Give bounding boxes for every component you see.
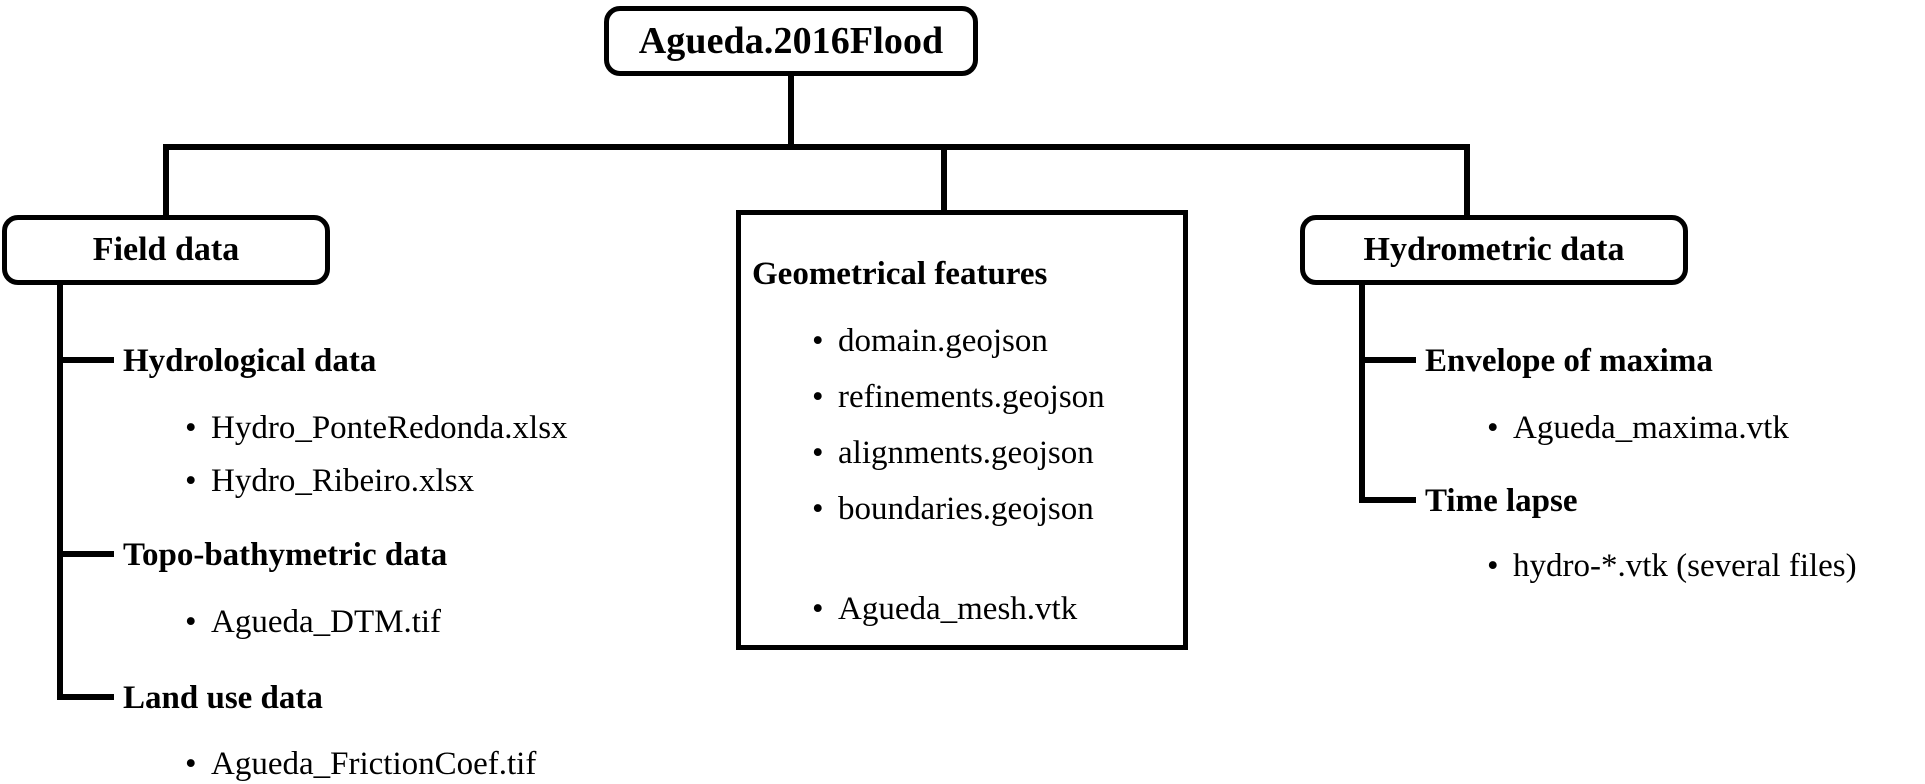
group-title-topo-bathymetric-data: Topo-bathymetric data <box>123 537 448 573</box>
connector-spine-field-data <box>57 285 63 580</box>
connector-drop-geometrical-features <box>941 144 947 212</box>
root-node-agueda-2016flood[interactable]: Agueda.2016Flood <box>604 6 978 76</box>
file-item-agueda-dtm: • Agueda_DTM.tif <box>185 606 441 639</box>
file-item-hydro-ponteredonda: • Hydro_PonteRedonda.xlsx <box>185 412 568 445</box>
file-item-label: Agueda_maxima.vtk <box>1513 410 1789 446</box>
branch-panel-geometrical-features[interactable] <box>736 210 1188 650</box>
bullet-icon: • <box>185 410 197 446</box>
file-item-label: Hydro_PonteRedonda.xlsx <box>211 410 568 446</box>
connector-tick-land-use-data <box>57 694 114 700</box>
bullet-icon: • <box>812 435 824 471</box>
bullet-icon: • <box>185 746 197 782</box>
file-item-label: domain.geojson <box>838 323 1048 359</box>
file-item-alignments-geojson: • alignments.geojson <box>812 437 1094 470</box>
file-item-label: alignments.geojson <box>838 435 1094 471</box>
file-item-agueda-maxima-vtk: • Agueda_maxima.vtk <box>1487 412 1789 445</box>
file-item-hydro-timelapse-vtk: • hydro-*.vtk (several files) <box>1487 550 1857 583</box>
file-item-label: hydro-*.vtk (several files) <box>1513 548 1857 584</box>
file-item-label: boundaries.geojson <box>838 491 1094 527</box>
file-item-refinements-geojson: • refinements.geojson <box>812 381 1105 414</box>
branch-node-hydrometric-data[interactable]: Hydrometric data <box>1300 215 1688 285</box>
file-item-agueda-mesh-vtk: • Agueda_mesh.vtk <box>812 593 1077 626</box>
bullet-icon: • <box>185 463 197 499</box>
group-title-land-use-data: Land use data <box>123 680 323 716</box>
connector-tick-time-lapse <box>1359 497 1416 503</box>
connector-drop-hydrometric-data <box>1464 144 1470 217</box>
group-title-envelope-of-maxima: Envelope of maxima <box>1425 343 1713 379</box>
file-item-label: Hydro_Ribeiro.xlsx <box>211 463 475 499</box>
file-item-label: refinements.geojson <box>838 379 1105 415</box>
file-item-boundaries-geojson: • boundaries.geojson <box>812 493 1094 526</box>
group-title-hydrological-data: Hydrological data <box>123 343 377 379</box>
connector-spine-field-data-tail <box>57 580 63 700</box>
branch-node-field-data[interactable]: Field data <box>2 215 330 285</box>
branch-node-label-field-data: Field data <box>92 231 240 268</box>
file-item-agueda-frictioncoef: • Agueda_FrictionCoef.tif <box>185 748 536 781</box>
bullet-icon: • <box>185 604 197 640</box>
bullet-icon: • <box>1487 410 1499 446</box>
bullet-icon: • <box>1487 548 1499 584</box>
branch-node-label-hydrometric-data: Hydrometric data <box>1363 231 1625 268</box>
connector-spine-hydrometric-data <box>1359 285 1365 503</box>
file-item-label: Agueda_mesh.vtk <box>838 591 1078 627</box>
bullet-icon: • <box>812 323 824 359</box>
connector-drop-field-data <box>163 144 169 217</box>
connector-tick-topo-bathymetric-data <box>57 551 114 557</box>
connector-root-bus <box>163 144 1470 150</box>
file-item-label: Agueda_DTM.tif <box>211 604 442 640</box>
root-node-label: Agueda.2016Flood <box>638 20 944 62</box>
file-item-domain-geojson: • domain.geojson <box>812 325 1048 358</box>
group-title-time-lapse: Time lapse <box>1425 483 1578 519</box>
connector-root-stem <box>788 76 794 147</box>
bullet-icon: • <box>812 379 824 415</box>
bullet-icon: • <box>812 591 824 627</box>
file-item-label: Agueda_FrictionCoef.tif <box>211 746 537 782</box>
branch-node-label-geometrical-features: Geometrical features <box>752 256 1048 292</box>
connector-tick-envelope-of-maxima <box>1359 357 1416 363</box>
file-item-hydro-ribeiro: • Hydro_Ribeiro.xlsx <box>185 465 474 498</box>
bullet-icon: • <box>812 491 824 527</box>
connector-tick-hydrological-data <box>57 357 114 363</box>
